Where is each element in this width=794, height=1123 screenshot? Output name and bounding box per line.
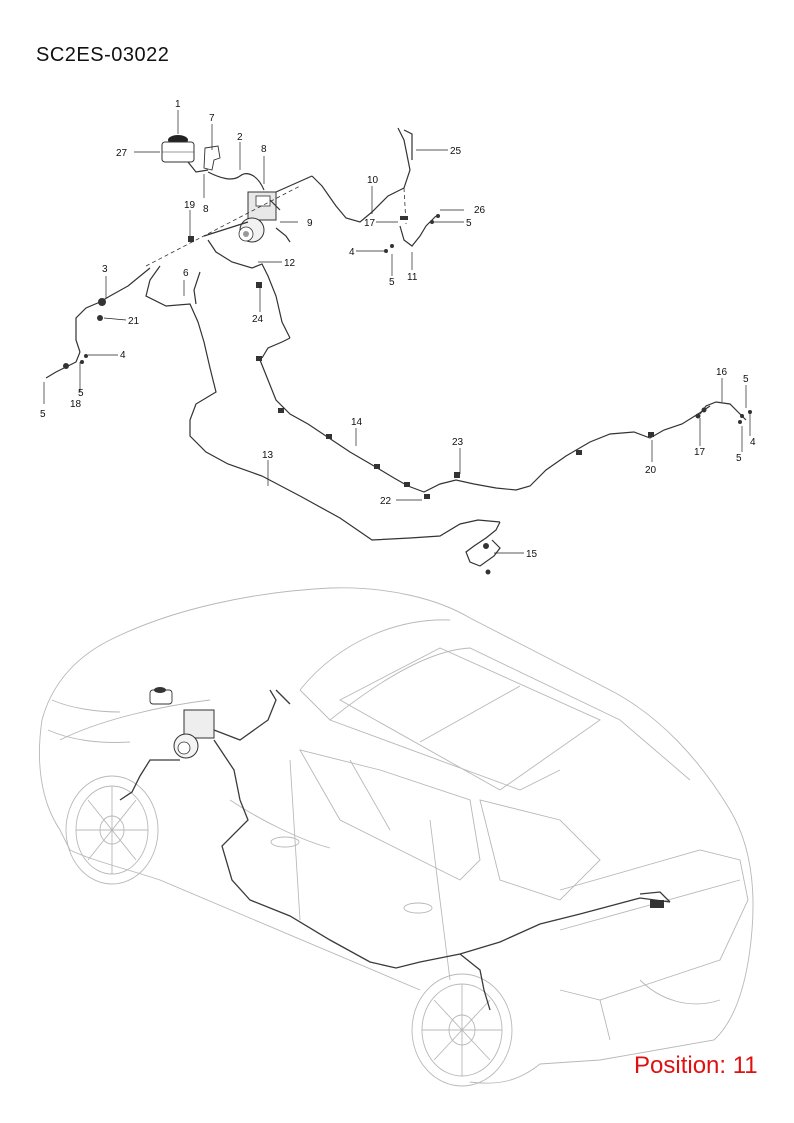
brake-fluid-reservoir	[161, 135, 209, 173]
callout-17: 17	[694, 447, 706, 458]
callout-17: 17	[364, 218, 376, 229]
callout-4: 4	[349, 247, 355, 258]
callout-22: 22	[380, 496, 392, 507]
callout-8: 8	[203, 204, 209, 215]
front-wheel	[65, 775, 159, 885]
callout-4: 4	[750, 437, 756, 448]
callout-19: 19	[184, 200, 196, 211]
exploded-parts-view: 1 2 3 4 4 4 5 5 5 5 5 5 6 7 8 8 9 10 11 …	[40, 99, 756, 575]
callout-20: 20	[645, 465, 657, 476]
callout-16: 16	[716, 367, 728, 378]
callout-2: 2	[237, 132, 243, 143]
pipe-11	[399, 215, 437, 247]
callout-5: 5	[40, 409, 46, 420]
callout-4: 4	[120, 350, 126, 361]
callout-leaders	[43, 110, 751, 554]
callout-1: 1	[175, 99, 181, 110]
reservoir-bracket	[203, 145, 221, 171]
callout-6: 6	[183, 268, 189, 279]
hose-16	[699, 401, 747, 421]
callout-5: 5	[78, 388, 84, 399]
callout-5: 5	[466, 218, 472, 229]
vehicle-illustration	[38, 587, 754, 1087]
pipe-10	[311, 127, 411, 223]
pipe-12	[207, 239, 291, 339]
document-code: SC2ES-03022	[36, 44, 170, 66]
callout-27: 27	[116, 148, 128, 159]
rear-wheel	[411, 973, 513, 1087]
callout-5: 5	[736, 453, 742, 464]
pipe-6	[145, 265, 501, 541]
callout-15: 15	[526, 549, 538, 560]
callout-24: 24	[252, 314, 264, 325]
callout-9: 9	[307, 218, 313, 229]
pipe-14	[259, 359, 711, 493]
hose-2	[207, 171, 265, 191]
position-indicator: Position: 11	[634, 1052, 758, 1079]
pipe-13	[193, 271, 201, 305]
callout-11: 11	[407, 272, 418, 283]
pipe-3	[75, 267, 151, 353]
callout-21: 21	[128, 316, 140, 327]
callout-18: 18	[70, 399, 82, 410]
callout-labels: 1 2 3 4 4 4 5 5 5 5 5 5 6 7 8 8 9 10 11 …	[40, 99, 756, 560]
callout-10: 10	[367, 175, 379, 186]
callout-13: 13	[262, 450, 274, 461]
callout-14: 14	[351, 417, 363, 428]
brake-booster-unit	[238, 191, 291, 243]
callout-5: 5	[743, 374, 749, 385]
callout-25: 25	[450, 146, 462, 157]
dashed-alignment-line	[145, 185, 301, 267]
callout-23: 23	[452, 437, 464, 448]
callout-12: 12	[284, 258, 296, 269]
installed-brake-lines	[119, 687, 671, 1011]
callout-5: 5	[389, 277, 395, 288]
callout-8: 8	[261, 144, 267, 155]
callout-7: 7	[209, 113, 215, 124]
hose-15	[465, 521, 501, 567]
callout-3: 3	[102, 264, 108, 275]
callout-26: 26	[474, 205, 486, 216]
hose-18	[45, 351, 81, 379]
